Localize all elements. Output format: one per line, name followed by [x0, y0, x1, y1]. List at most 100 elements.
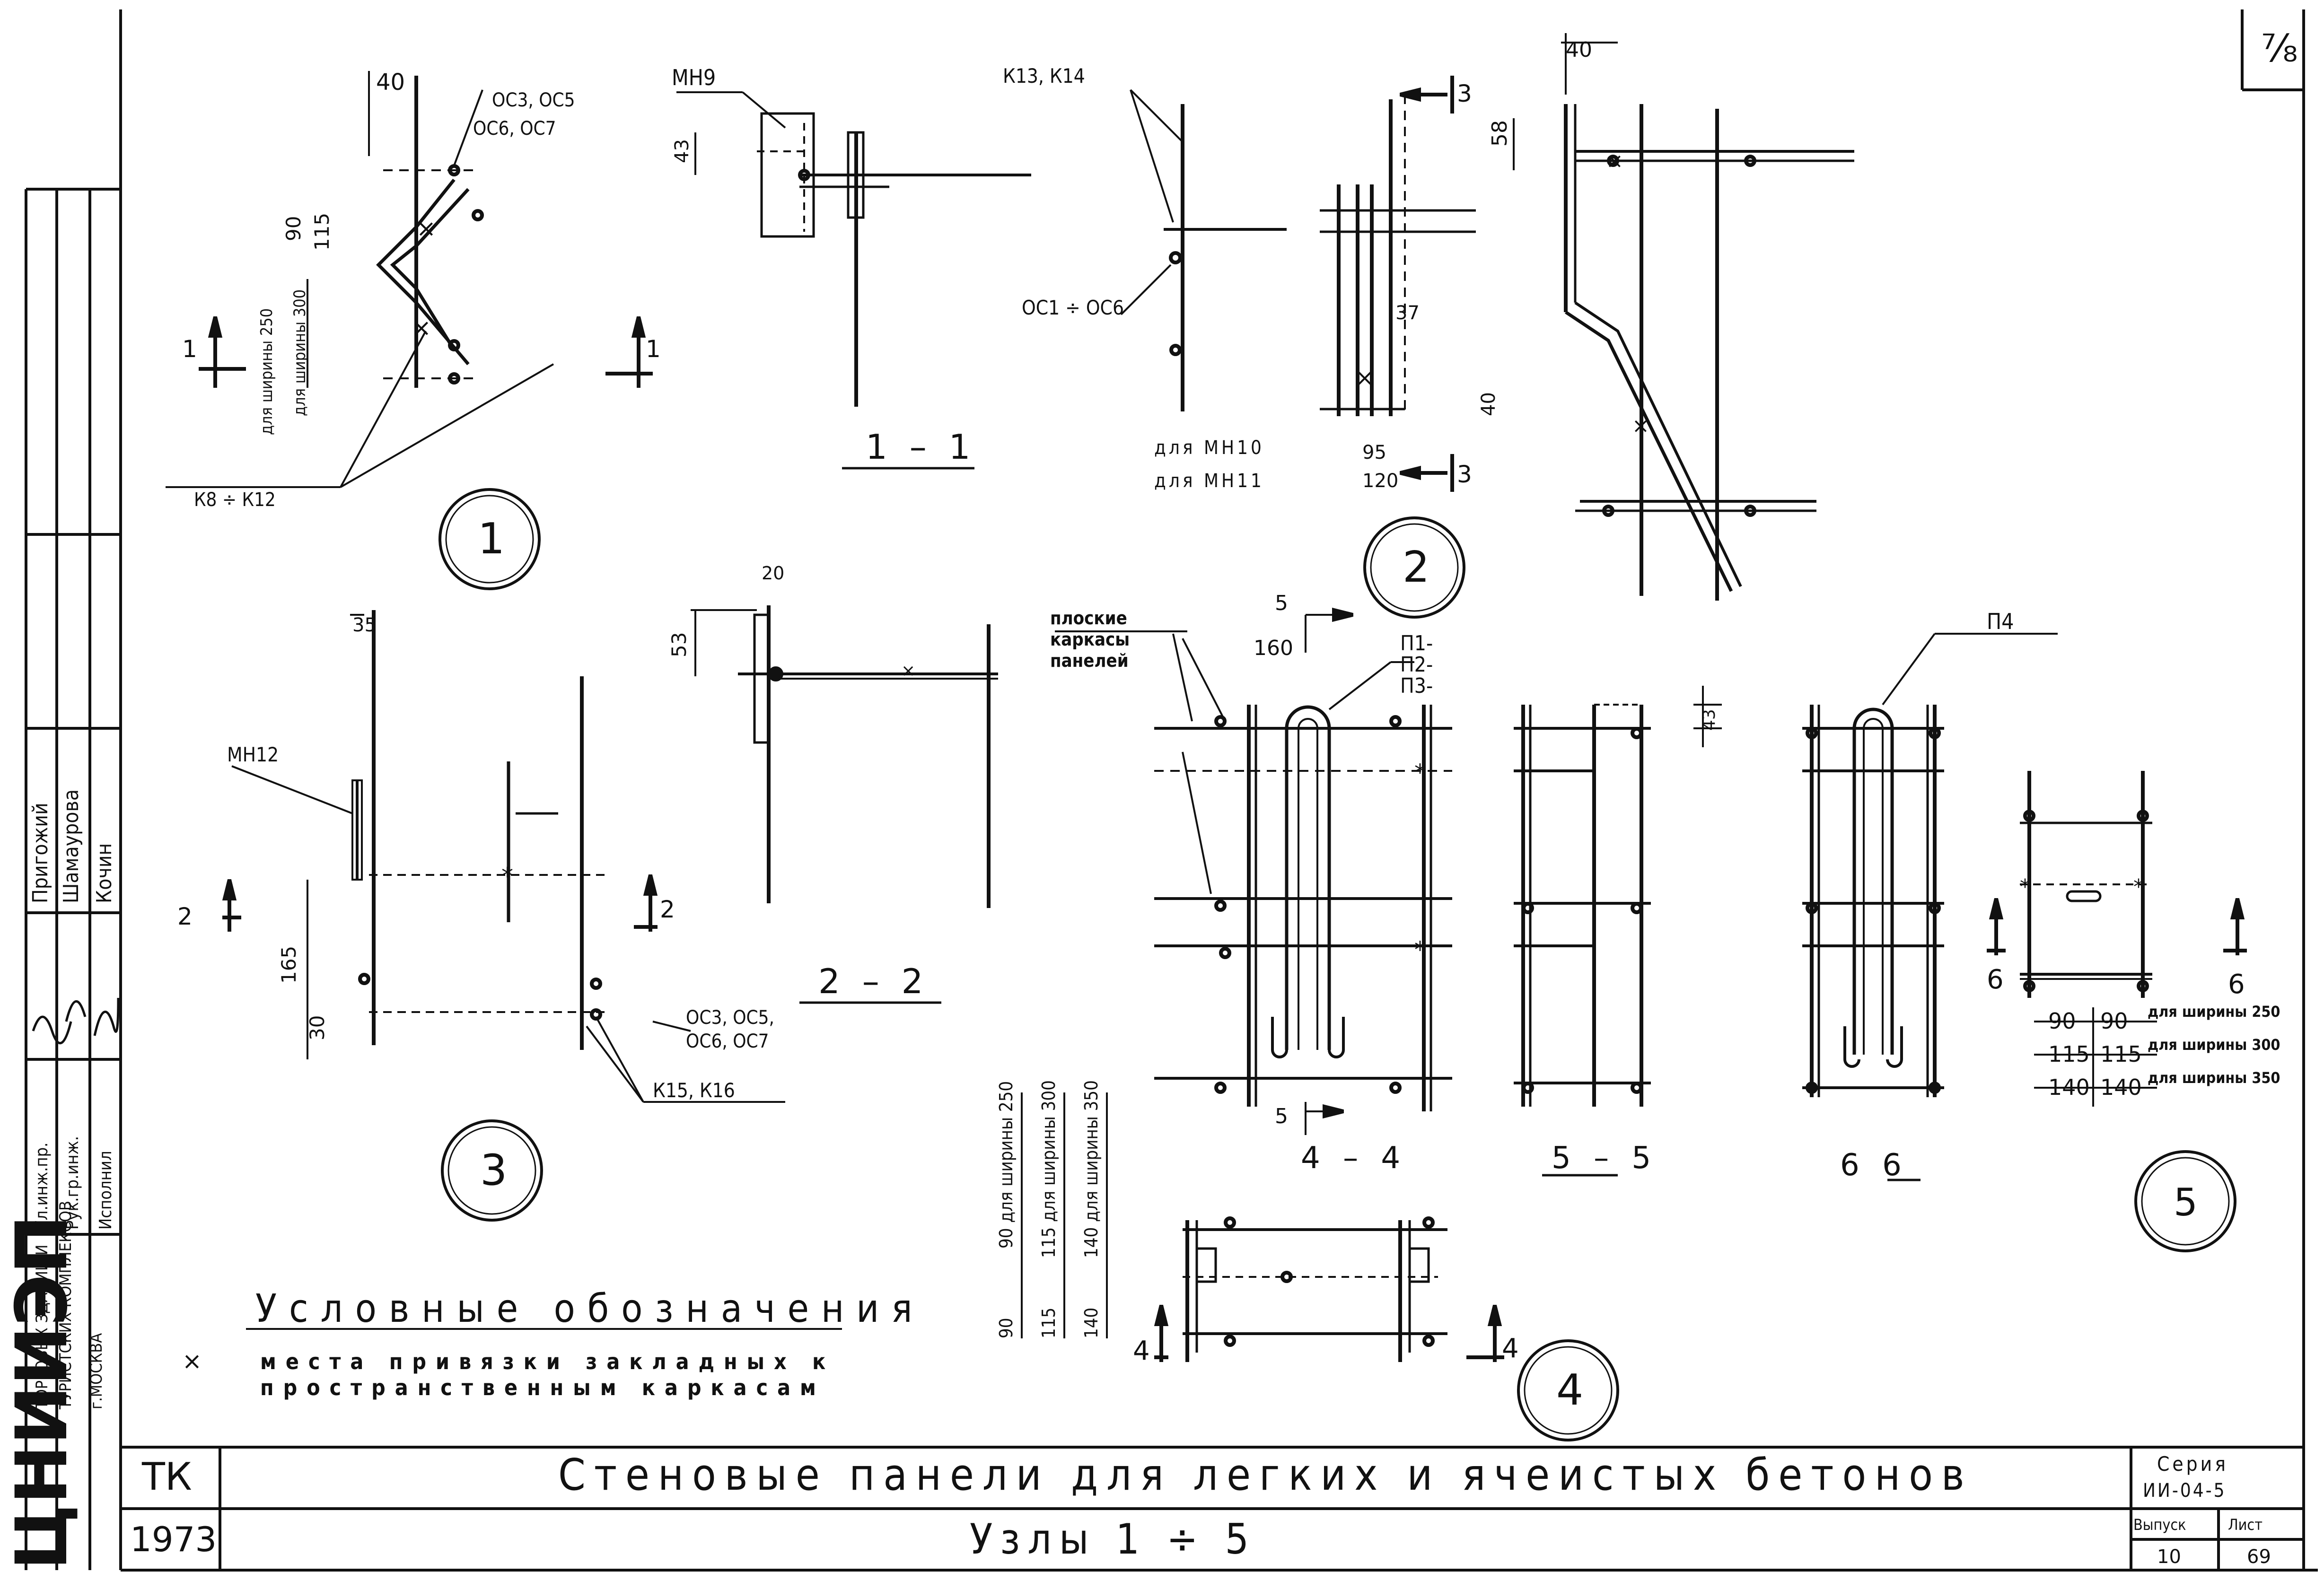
node-4-number: 4 [1556, 1365, 1583, 1415]
node-1-width-250: для ширины 250 [257, 308, 276, 435]
node-4-p2: П2- [1400, 653, 1433, 677]
node-2-section-mark-bottom: 3 [1457, 461, 1472, 488]
svg-text:*: * [1414, 760, 1426, 786]
node-4-width-115: 115 [1038, 1308, 1059, 1338]
signature [32, 1000, 87, 1045]
node-1-callout-k: К8 ÷ К12 [194, 489, 276, 511]
node-4-plan-drawing [1154, 1216, 1504, 1362]
institute-logo: ЦНИИЭП [1, 1215, 83, 1570]
legend-symbol: × [182, 1347, 202, 1375]
node-2-number: 2 [1403, 542, 1429, 592]
institute-sub-2: ТУРИСТСКИХ КОМПЛЕКСОВ [56, 1201, 75, 1410]
node-2-callout-os: ОС1 ÷ ОС6 [1022, 296, 1124, 319]
node-1-dim-115: 115 [310, 213, 333, 251]
node-5-dim-right-115: 115 [2100, 1041, 2142, 1067]
node-3-number: 3 [480, 1145, 507, 1195]
series-label: Серия [2157, 1452, 2228, 1476]
svg-text:×: × [1606, 149, 1623, 173]
node-3-section-mark-right: 2 [660, 896, 675, 923]
node-2-elevation: × × [1513, 33, 1854, 601]
issue-value: 10 [2157, 1546, 2181, 1568]
svg-text:×: × [901, 661, 915, 681]
node-4-width-115-note: 115 для ширины 300 [1038, 1080, 1059, 1258]
section-2-2-dim-53: 53 [667, 632, 691, 657]
stamp-column: ЦНИИЭП ТОРГОВЫХ ЗДАНИЙ И ТУРИСТСКИХ КОМП… [1, 789, 120, 1570]
node-4-callout-flat-1: плоские [1050, 608, 1127, 629]
node-2-dim-95: 95 [1362, 442, 1386, 463]
name-1: Пригожий [28, 803, 53, 903]
node-3-callout-k: К15, К16 [653, 1079, 735, 1102]
node-5-dim-left-140: 140 [2048, 1074, 2090, 1100]
sheet-title: Стеновые панели для легких и ячеистых бе… [558, 1450, 1973, 1500]
section-5-5-title: 5 – 5 [1552, 1141, 1657, 1176]
node-3-callout-mn: МН12 [227, 743, 279, 766]
sheet-frame [25, 9, 2318, 1572]
node-4-width-90: 90 [996, 1318, 1017, 1339]
node-2-dim-40: 40 [1478, 392, 1500, 416]
node-2-section-mark-top: 3 [1457, 80, 1472, 107]
role-2: Рук.гр.инж. [63, 1136, 82, 1230]
node-3-circle [441, 1119, 543, 1222]
sheet-label: Лист [2228, 1516, 2263, 1534]
node-4-p1: П1- [1400, 631, 1433, 655]
node-2-dim-40-top: 40 [1566, 38, 1592, 62]
section-2-2-title: 2 – 2 [818, 961, 929, 1001]
section-4-4-drawing: * * [1055, 607, 1452, 1135]
signature-2 [93, 997, 120, 1036]
node-1-section-mark-left: 1 [182, 335, 197, 363]
node-3-dim-35: 35 [352, 614, 377, 636]
node-4-p3: П3- [1400, 674, 1433, 698]
node-4-width-140: 140 [1081, 1308, 1102, 1338]
section-2-2-drawing: × [691, 605, 998, 908]
node-5-width-note-300: для ширины 300 [2148, 1036, 2280, 1054]
svg-text:×: × [1632, 414, 1649, 438]
node-5-section-mark-right: 6 [2228, 969, 2245, 1000]
node-4-section-4-mark-right: 4 [1502, 1333, 1519, 1364]
node-5-number: 5 [2174, 1180, 2198, 1224]
node-3-callout-os-2: ОС6, ОС7 [686, 1031, 769, 1052]
section-4-4-title: 4 – 4 [1301, 1141, 1407, 1176]
section-5-5-drawing [1514, 686, 1722, 1107]
node-3-section-mark-left: 2 [177, 903, 193, 930]
corner-mark: ⅞ [2261, 26, 2298, 70]
node-3-drawing: * [222, 610, 785, 1103]
node-5-plan-drawing: * * [1987, 771, 2247, 1107]
node-5-callout-p4: П4 [1987, 609, 2014, 634]
role-3: Исполнил [96, 1151, 115, 1230]
node-4-section-4-mark-left: 4 [1133, 1336, 1150, 1366]
node-4-callout-flat-2: каркасы [1050, 629, 1130, 650]
node-1-circle [438, 488, 541, 590]
svg-text:*: * [501, 863, 513, 890]
node-3-dim-30: 30 [306, 1015, 329, 1040]
section-6-6-drawing [1802, 633, 2058, 1097]
node-2-dim-37: 37 [1395, 302, 1420, 324]
name-3: Кочин [92, 843, 116, 903]
node-4-width-dims: 90 90 для ширины 250 115 115 для ширины … [996, 1080, 1108, 1339]
legend-text-1: места привязки закладных к [260, 1349, 835, 1374]
node-2-label-mn10: для МН10 [1154, 437, 1264, 459]
node-2-callout-k: К13, К14 [1003, 64, 1085, 87]
node-2-drawing: × [1120, 76, 1476, 492]
svg-text:*: * [1414, 937, 1426, 963]
section-6-6-title: 6 6 [1840, 1148, 1908, 1183]
node-4-circle [1517, 1339, 1619, 1441]
sheet-value: 69 [2247, 1546, 2271, 1568]
node-5-dim-left-90: 90 [2048, 1008, 2076, 1034]
node-5-section-mark-left: 6 [1987, 964, 2004, 995]
node-1-drawing: × × [166, 71, 653, 488]
node-4-dim-43: 43 [1700, 709, 1719, 731]
node-5-dim-right-140: 140 [2100, 1074, 2142, 1100]
node-1-dim-90: 90 [282, 216, 305, 241]
issue-label: Выпуск [2133, 1516, 2186, 1534]
node-4-callout-flat-3: панелей [1050, 650, 1129, 671]
node-2-circle [1363, 516, 1465, 619]
series-value: ИИ-04-5 [2143, 1480, 2226, 1502]
svg-text:*: * [2133, 875, 2144, 899]
node-4-dim-160: 160 [1254, 636, 1293, 660]
node-4-section-mark-bottom: 5 [1275, 1104, 1288, 1128]
role-1: Гл.инж.пр. [32, 1143, 52, 1230]
legend-title: Условные обозначения [255, 1286, 925, 1331]
section-1-1-dim-43: 43 [671, 139, 693, 163]
node-1-number: 1 [478, 514, 505, 564]
